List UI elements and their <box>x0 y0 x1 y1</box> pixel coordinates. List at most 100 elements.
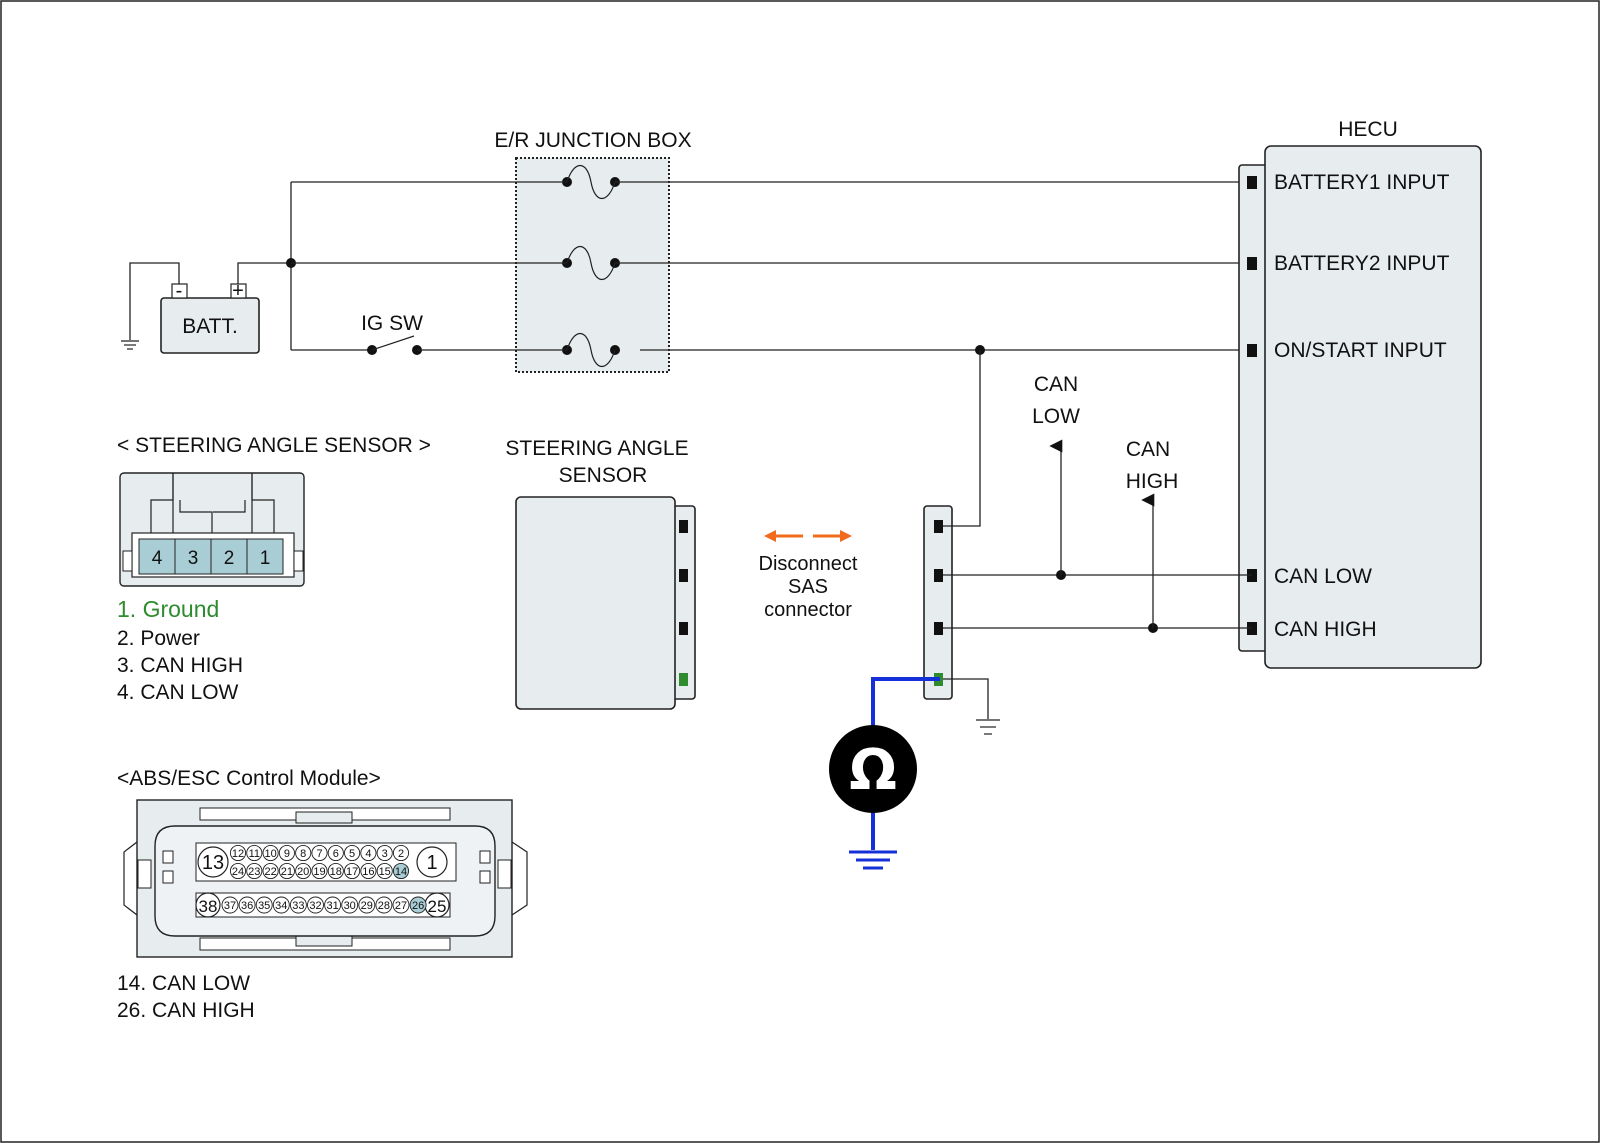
wire-sas-power <box>943 350 981 527</box>
abs-pin-label-31: 31 <box>326 900 338 912</box>
abs-pin-label-14: 14 <box>395 866 407 878</box>
abs-pin-label-6: 6 <box>333 848 339 860</box>
sas-block-terminal-ground <box>679 673 688 686</box>
abs-pin-13: 13 <box>197 846 229 878</box>
ground-icon <box>121 340 139 350</box>
abs-pin-4 <box>360 844 377 862</box>
abs-pin-2 <box>392 844 410 862</box>
svg-text:13: 13 <box>202 852 224 874</box>
disconnect-note-1: Disconnect <box>759 553 858 575</box>
abs-pin-25: 25 <box>424 892 450 918</box>
hecu-pin-on-start: ON/START INPUT <box>1274 339 1447 362</box>
abs-pin-label-24: 24 <box>232 866 244 878</box>
svg-text:1: 1 <box>260 548 271 569</box>
abs-pin-32 <box>307 896 324 914</box>
sas-block-title-1: STEERING ANGLE <box>505 437 688 460</box>
sas-pin-3: 3 <box>174 538 212 575</box>
battery-positive-wire <box>237 262 291 284</box>
abs-pin-15 <box>376 862 393 880</box>
meter-ground-icon <box>849 850 897 870</box>
abs-pin-label-20: 20 <box>297 866 309 878</box>
disconnect-arrows-icon <box>764 530 852 542</box>
abs-pin-1: 1 <box>416 846 448 878</box>
harness-terminal-1 <box>934 520 943 533</box>
disconnect-note-3: connector <box>764 599 852 621</box>
hecu-pin-battery2: BATTERY2 INPUT <box>1274 252 1450 275</box>
abs-pin-24 <box>229 862 247 880</box>
abs-pin-label-36: 36 <box>241 900 253 912</box>
abs-pin-9 <box>278 844 295 862</box>
abs-pin-label-12: 12 <box>232 848 244 860</box>
abs-pin-31 <box>324 896 342 914</box>
abs-pin-label-34: 34 <box>275 900 287 912</box>
abs-pin-28 <box>375 896 393 914</box>
harness-ground-wire <box>943 678 989 719</box>
hecu-terminal-on-start <box>1247 344 1257 357</box>
abs-pin-label-15: 15 <box>379 866 391 878</box>
abs-pin-30 <box>341 896 359 914</box>
svg-text:2: 2 <box>224 548 235 569</box>
abs-pin-20 <box>295 862 312 880</box>
abs-pin-12 <box>229 844 247 862</box>
ig-switch-label: IG SW <box>361 312 423 335</box>
sas-block-terminal-2 <box>679 569 688 582</box>
abs-legend-can-low: 14. CAN LOW <box>117 972 250 995</box>
svg-text:4: 4 <box>152 548 163 569</box>
abs-pin-label-30: 30 <box>344 900 356 912</box>
abs-pin-6 <box>327 844 344 862</box>
abs-pin-label-3: 3 <box>382 848 388 860</box>
abs-connector-housing <box>123 799 528 958</box>
hecu-terminal-battery1 <box>1247 176 1257 189</box>
abs-pin-label-16: 16 <box>362 866 374 878</box>
harness-connector <box>923 505 953 700</box>
abs-pin-8 <box>295 844 312 862</box>
battery-body <box>160 297 260 354</box>
sas-block-body <box>515 496 676 710</box>
hecu-pin-battery1: BATTERY1 INPUT <box>1274 171 1450 194</box>
meter-probe-lead <box>871 677 940 726</box>
ohmmeter-symbol: Ω <box>849 738 897 803</box>
abs-pin-label-9: 9 <box>284 848 290 860</box>
battery-negative-sign: - <box>176 280 183 302</box>
sas-block-terminal-3 <box>679 622 688 635</box>
abs-pin-36 <box>238 896 256 914</box>
abs-pin-3 <box>376 844 393 862</box>
can-high-arrow-label-2: HIGH <box>1126 470 1179 493</box>
sas-connector-title: < STEERING ANGLE SENSOR > <box>117 434 431 457</box>
abs-pin-29 <box>358 896 376 914</box>
junction-box-title: E/R JUNCTION BOX <box>494 129 691 152</box>
abs-pin-16 <box>360 862 377 880</box>
battery-positive-sign: + <box>232 280 244 302</box>
abs-pin-label-33: 33 <box>292 900 304 912</box>
abs-pin-label-23: 23 <box>248 866 260 878</box>
abs-pin-10 <box>262 844 279 862</box>
sas-legend-can-low: 4. CAN LOW <box>117 681 239 704</box>
abs-pin-label-28: 28 <box>378 900 390 912</box>
disconnect-note-2: SAS <box>788 576 828 598</box>
sas-legend-ground: 1. Ground <box>117 596 219 622</box>
battery-ground-wire <box>129 262 180 340</box>
abs-pin-label-37: 37 <box>224 900 236 912</box>
abs-pin-7 <box>311 844 328 862</box>
svg-text:1: 1 <box>426 852 437 874</box>
abs-pin-18 <box>327 862 344 880</box>
sas-pin-1: 1 <box>246 538 284 575</box>
abs-pin-label-26: 26 <box>412 900 424 912</box>
abs-pin-label-18: 18 <box>330 866 342 878</box>
hecu-pin-can-high: CAN HIGH <box>1274 618 1377 641</box>
abs-pin-17 <box>344 862 361 880</box>
svg-text:25: 25 <box>428 897 447 916</box>
can-high-arrow-label-1: CAN <box>1126 438 1170 461</box>
abs-pin-label-4: 4 <box>365 848 371 860</box>
abs-pin-label-8: 8 <box>300 848 306 860</box>
abs-pin-27 <box>392 896 410 914</box>
abs-pin-label-19: 19 <box>313 866 325 878</box>
ground-icon <box>976 719 1000 735</box>
abs-pin-label-7: 7 <box>316 848 322 860</box>
hecu-pin-can-low: CAN LOW <box>1274 565 1372 588</box>
ig-switch <box>367 335 422 355</box>
